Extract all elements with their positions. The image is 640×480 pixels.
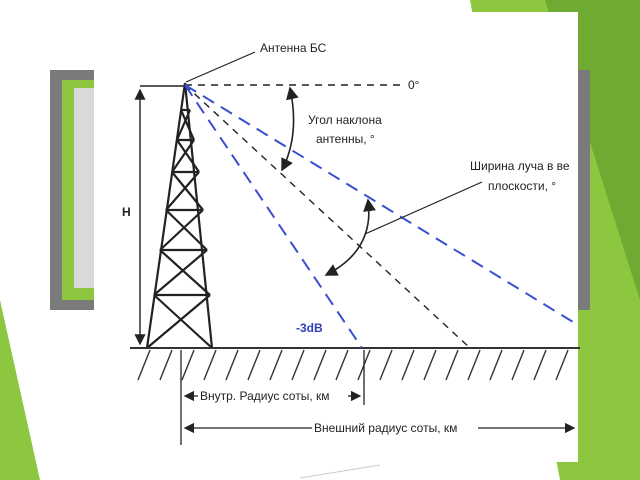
beam-width-label-line2: плоскости, ° [488,179,556,193]
inner-radius-dimension [180,350,365,445]
beam-width-label-line1: Ширина луча в ве [470,159,570,173]
tower-icon [145,82,214,349]
tilt-angle-arc [281,86,299,172]
ground-hatching [137,349,569,381]
beam-width-arc [324,198,376,276]
inner-radius-label: Внутр. Радиус соты, км [200,389,330,403]
outer-radius-label: Внешний радиус соты, км [314,421,457,435]
beam-lower-edge [184,84,363,349]
green-accent-left [0,300,40,480]
tilt-angle-label-line2: антенны, ° [316,132,375,146]
beam-upper-edge [184,84,579,326]
antenna-pointer [185,51,256,83]
beam-width-pointer [364,181,483,235]
zero-angle-label: 0° [408,78,420,92]
minus3db-label: -3dB [296,321,323,335]
height-label: H [122,205,131,219]
height-dimension [134,85,185,346]
tilt-angle-label-line1: Угол наклона [308,113,382,127]
antenna-label: Антенна БС [260,41,327,55]
